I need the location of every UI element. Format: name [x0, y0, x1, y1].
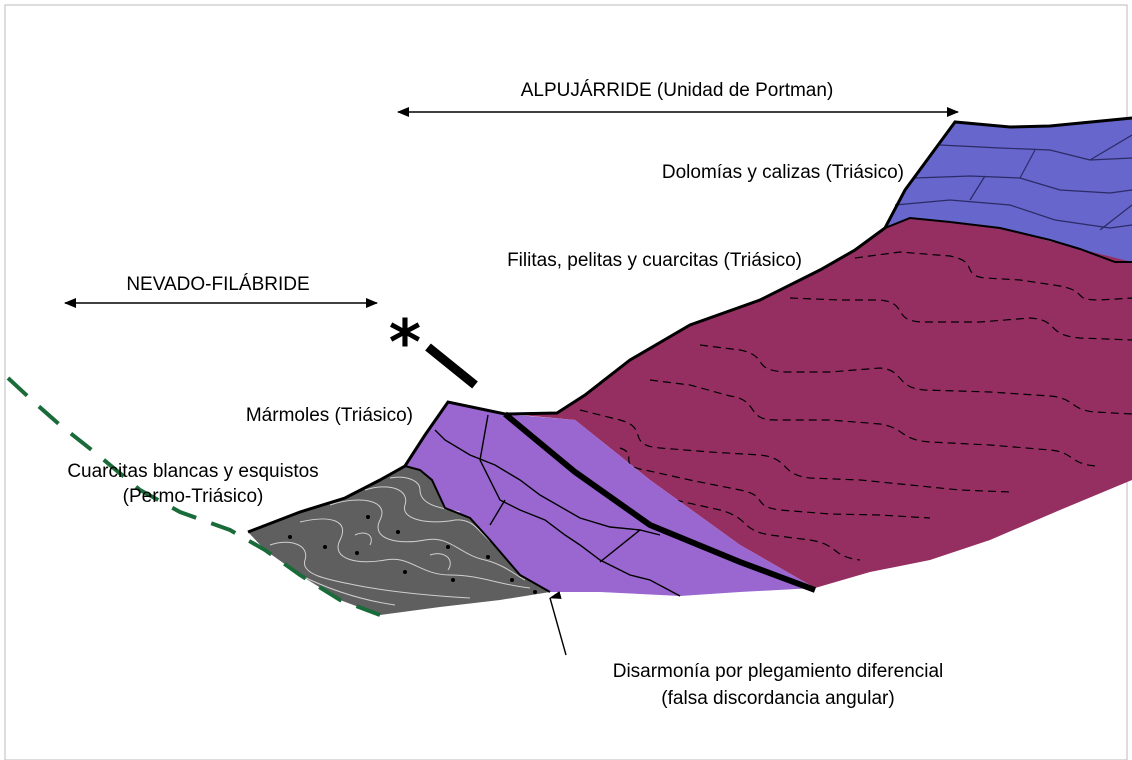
nevado-label: NEVADO-FILÁBRIDE — [126, 274, 309, 295]
topographic-surface — [247, 116, 1132, 534]
marmoles-label: Mármoles (Triásico) — [246, 405, 413, 426]
disarmonia-label-line1: Disarmonía por plegamiento diferencial — [613, 661, 944, 682]
marmoles-internal-lines — [434, 414, 681, 597]
cuarcitas-fold-lines — [269, 476, 531, 606]
cuarcitas-label-line1: Cuarcitas blancas y esquistos — [67, 461, 318, 482]
cuarcitas-dots — [288, 515, 537, 594]
marmoles-base-contact — [404, 465, 551, 593]
green-dashed-fault — [6, 376, 381, 617]
disarmonia-label-line2: (falsa discordancia angular) — [661, 688, 894, 709]
filitas-layer — [510, 218, 1132, 588]
dolomias-label: Dolomías y calizas (Triásico) — [662, 162, 904, 183]
filitas-label: Filitas, pelitas y cuarcitas (Triásico) — [507, 250, 802, 271]
filitas-fold-dashes — [579, 251, 1132, 561]
dolomias-filitas-contact — [884, 216, 1132, 263]
thrust-fault-contact — [503, 411, 817, 593]
thrust-dash-mark — [425, 343, 478, 389]
thrust-star-symbol: * — [389, 306, 421, 379]
cuarcitas-label-line2: (Permo-Triásico) — [123, 486, 264, 507]
alpujarride-label: ALPUJÁRRIDE (Unidad de Portman) — [521, 80, 834, 101]
dolomias-internal-lines — [894, 134, 1132, 231]
dolomias-layer — [885, 118, 1132, 262]
disarmonia-pointer-arrow — [549, 591, 567, 656]
